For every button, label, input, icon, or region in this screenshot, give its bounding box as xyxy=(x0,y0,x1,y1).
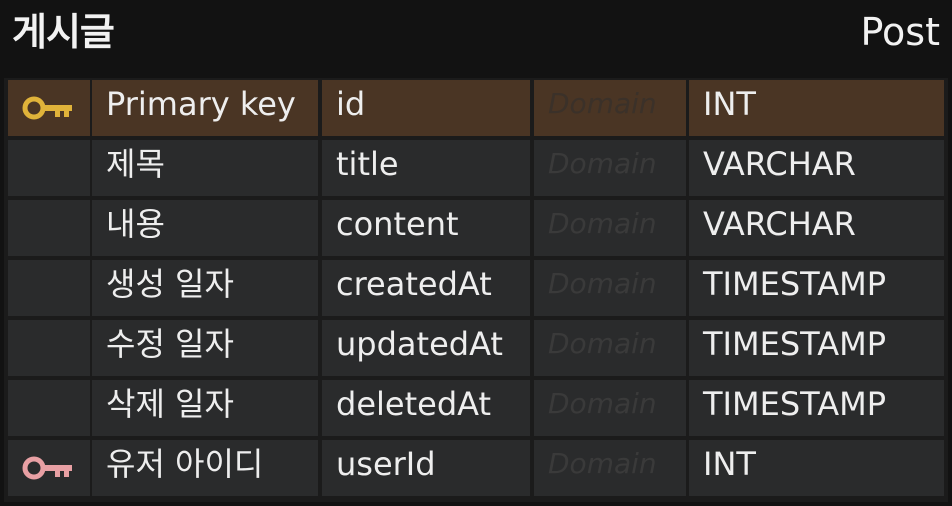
key-cell xyxy=(8,200,90,256)
column-logical-name[interactable]: 유저 아이디 xyxy=(92,440,318,496)
column-grid: Primary key id Domain INT 제목 title Domai… xyxy=(4,78,948,502)
key-cell xyxy=(8,380,90,436)
column-data-type[interactable]: TIMESTAMP xyxy=(689,260,944,316)
key-cell xyxy=(8,80,90,136)
column-data-type[interactable]: VARCHAR xyxy=(689,200,944,256)
column-row-title[interactable]: 제목 title Domain VARCHAR xyxy=(4,138,948,198)
column-domain[interactable]: Domain xyxy=(534,200,686,256)
key-cell xyxy=(8,320,90,376)
column-row-id[interactable]: Primary key id Domain INT xyxy=(4,78,948,138)
key-cell xyxy=(8,440,90,496)
column-physical-name[interactable]: content xyxy=(322,200,530,256)
column-logical-name[interactable]: 제목 xyxy=(92,140,318,196)
column-physical-name[interactable]: id xyxy=(322,80,530,136)
key-cell xyxy=(8,140,90,196)
column-data-type[interactable]: VARCHAR xyxy=(689,140,944,196)
column-row-updatedat[interactable]: 수정 일자 updatedAt Domain TIMESTAMP xyxy=(4,318,948,378)
column-physical-name[interactable]: deletedAt xyxy=(322,380,530,436)
foreign-key-icon xyxy=(22,456,72,480)
column-logical-name[interactable]: 생성 일자 xyxy=(92,260,318,316)
column-physical-name[interactable]: title xyxy=(322,140,530,196)
column-physical-name[interactable]: createdAt xyxy=(322,260,530,316)
column-row-deletedat[interactable]: 삭제 일자 deletedAt Domain TIMESTAMP xyxy=(4,378,948,438)
entity-header[interactable]: 게시글 Post xyxy=(0,0,952,68)
column-logical-name[interactable]: 수정 일자 xyxy=(92,320,318,376)
column-data-type[interactable]: TIMESTAMP xyxy=(689,320,944,376)
entity-logical-name[interactable]: 게시글 xyxy=(12,10,115,54)
column-data-type[interactable]: TIMESTAMP xyxy=(689,380,944,436)
column-logical-name[interactable]: 내용 xyxy=(92,200,318,256)
column-physical-name[interactable]: userId xyxy=(322,440,530,496)
column-row-content[interactable]: 내용 content Domain VARCHAR xyxy=(4,198,948,258)
column-domain[interactable]: Domain xyxy=(534,440,686,496)
column-data-type[interactable]: INT xyxy=(689,80,944,136)
column-domain[interactable]: Domain xyxy=(534,320,686,376)
column-domain[interactable]: Domain xyxy=(534,380,686,436)
column-domain[interactable]: Domain xyxy=(534,260,686,316)
column-domain[interactable]: Domain xyxy=(534,80,686,136)
column-row-userid[interactable]: 유저 아이디 userId Domain INT xyxy=(4,438,948,498)
column-physical-name[interactable]: updatedAt xyxy=(322,320,530,376)
column-data-type[interactable]: INT xyxy=(689,440,944,496)
entity-physical-name[interactable]: Post xyxy=(860,10,940,54)
key-cell xyxy=(8,260,90,316)
primary-key-icon xyxy=(22,96,72,120)
column-row-createdat[interactable]: 생성 일자 createdAt Domain TIMESTAMP xyxy=(4,258,948,318)
column-logical-name[interactable]: 삭제 일자 xyxy=(92,380,318,436)
column-domain[interactable]: Domain xyxy=(534,140,686,196)
column-logical-name[interactable]: Primary key xyxy=(92,80,318,136)
